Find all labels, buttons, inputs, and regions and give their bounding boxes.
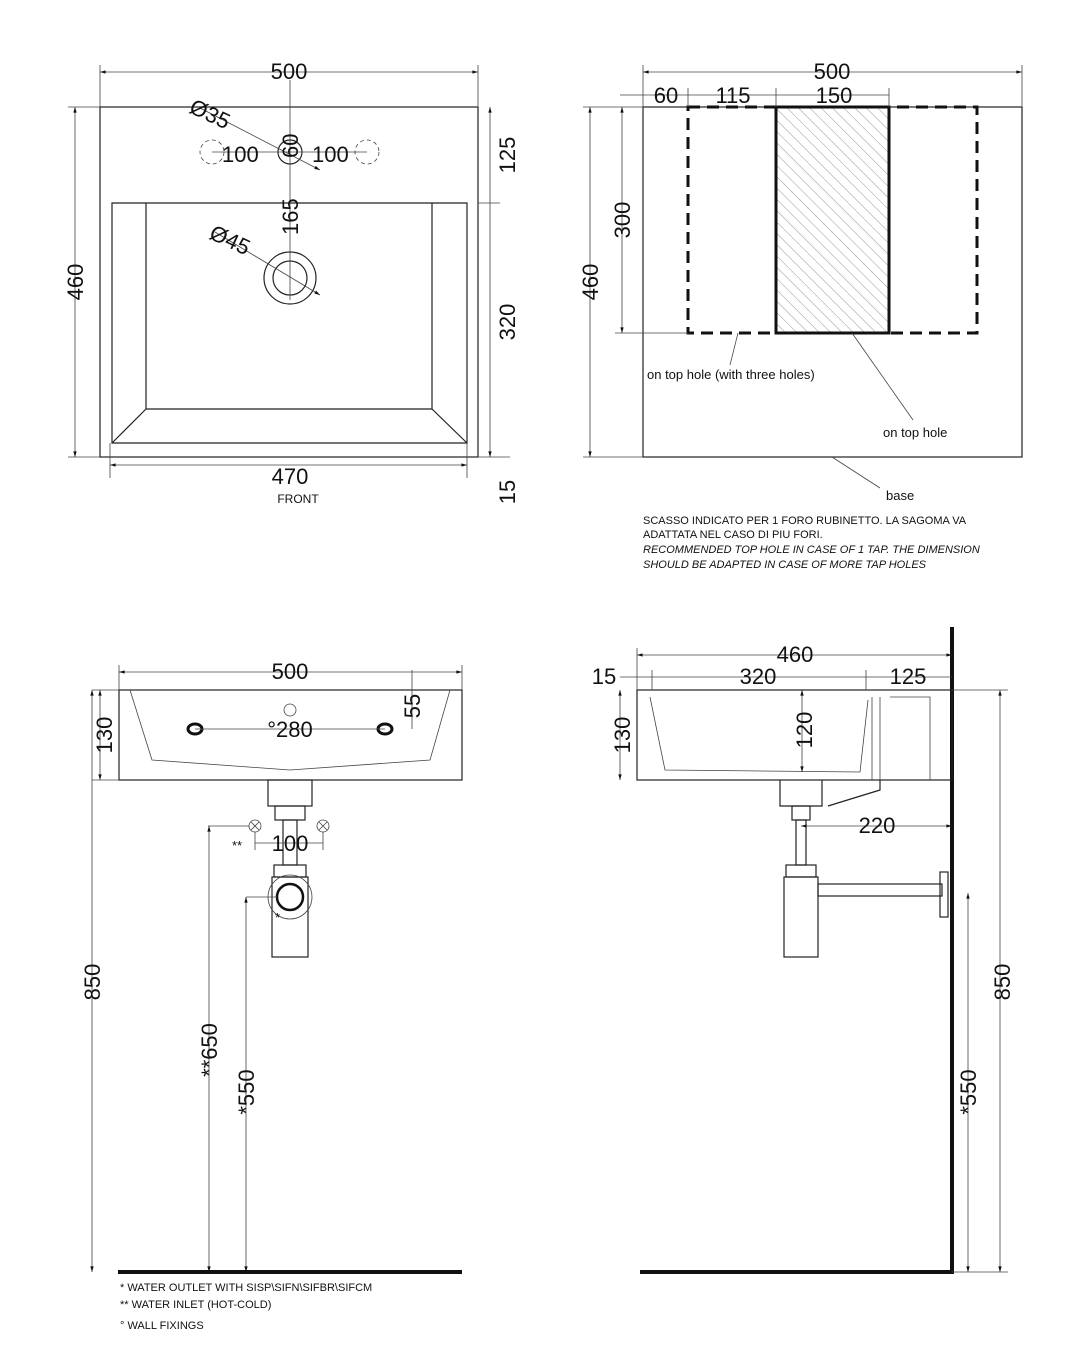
note-english-2: SHOULD BE ADAPTED IN CASE OF MORE TAP HO… (643, 559, 927, 571)
top-view: 500 460 Ø35 60 100 100 165 Ø45 125 320 4… (63, 59, 520, 506)
dim-height: 130 (92, 717, 117, 754)
dim-basin-depth: 320 (495, 304, 520, 341)
dim-fixing-spacing: °280 (267, 717, 313, 742)
dim-rim: 15 (495, 480, 520, 504)
side-elevation: 460 15 320 125 130 120 220 850 *550 (592, 627, 1015, 1274)
top-hole-view: 500 60 115 150 300 460 on top hole (with… (578, 59, 1023, 571)
single-hole-cutout (774, 105, 891, 335)
front-label: FRONT (277, 492, 319, 506)
dim-left-offset: 60 (654, 83, 678, 108)
note-inlet: ** WATER INLET (HOT-COLD) (120, 1299, 271, 1311)
dim-tap-offset: 60 (278, 134, 303, 158)
dim-width: 500 (272, 659, 309, 684)
note-outlet: * WATER OUTLET WITH SISP\SIFN\SIFBR\SIFC… (120, 1282, 372, 1294)
note-italian-2: ADATTATA NEL CASO DI PIU FORI. (643, 529, 823, 541)
dim-height: 130 (610, 717, 635, 754)
basin-side (636, 689, 953, 781)
dim-hole-width: 150 (816, 83, 853, 108)
dim-outlet-height: *550 (234, 1069, 259, 1114)
dim-drain-offset: 165 (278, 198, 303, 235)
dim-back-depth: 125 (495, 137, 520, 174)
dim-inlet-spacing: 100 (272, 831, 309, 856)
dim-mid-offset: 115 (715, 83, 750, 108)
dim-rim: 15 (592, 664, 616, 689)
label-three-holes: on top hole (with three holes) (647, 367, 815, 382)
dim-basin: 320 (740, 664, 777, 689)
dim-front-width: 470 (272, 464, 309, 489)
note-wall-fixings: ° WALL FIXINGS (120, 1320, 204, 1332)
note-italian-1: SCASSO INDICATO PER 1 FORO RUBINETTO. LA… (643, 515, 967, 527)
dim-total-height: 850 (80, 964, 105, 1001)
siphon (267, 779, 313, 958)
dim-inlet-height: **650 (197, 1023, 222, 1077)
label-top-hole: on top hole (883, 425, 947, 440)
dim-drain: Ø45 (206, 220, 254, 260)
legend-notes: * WATER OUTLET WITH SISP\SIFN\SIFBR\SIFC… (120, 1282, 372, 1332)
note-english-1: RECOMMENDED TOP HOLE IN CASE OF 1 TAP. T… (643, 544, 980, 556)
outlet-mark: * (275, 910, 280, 925)
label-base: base (886, 488, 914, 503)
dim-depth: 460 (777, 642, 814, 667)
dim-tap-hole: Ø35 (186, 94, 234, 134)
dim-bowl-depth: 120 (792, 712, 817, 749)
basin-outline (99, 106, 479, 458)
bowl-outline (111, 202, 468, 444)
dim-depth: 460 (578, 264, 603, 301)
dim-tap-spacing-right: 100 (312, 142, 349, 167)
dim-width: 500 (814, 59, 851, 84)
dim-trap-distance: 220 (859, 813, 896, 838)
dim-back: 125 (890, 664, 927, 689)
dim-outlet-height: *550 (956, 1069, 981, 1114)
dim-fixing-height: 55 (400, 694, 425, 718)
front-elevation: 100 ** * 500 130 55 °280 850 **650 *550 (80, 659, 463, 1274)
dim-tap-spacing-left: 100 (222, 142, 259, 167)
dim-depth: 460 (63, 264, 88, 301)
dim-total-height: 850 (990, 964, 1015, 1001)
inlet-mark: ** (232, 838, 242, 853)
dim-width: 500 (271, 59, 308, 84)
dim-hole-height: 300 (610, 202, 635, 239)
